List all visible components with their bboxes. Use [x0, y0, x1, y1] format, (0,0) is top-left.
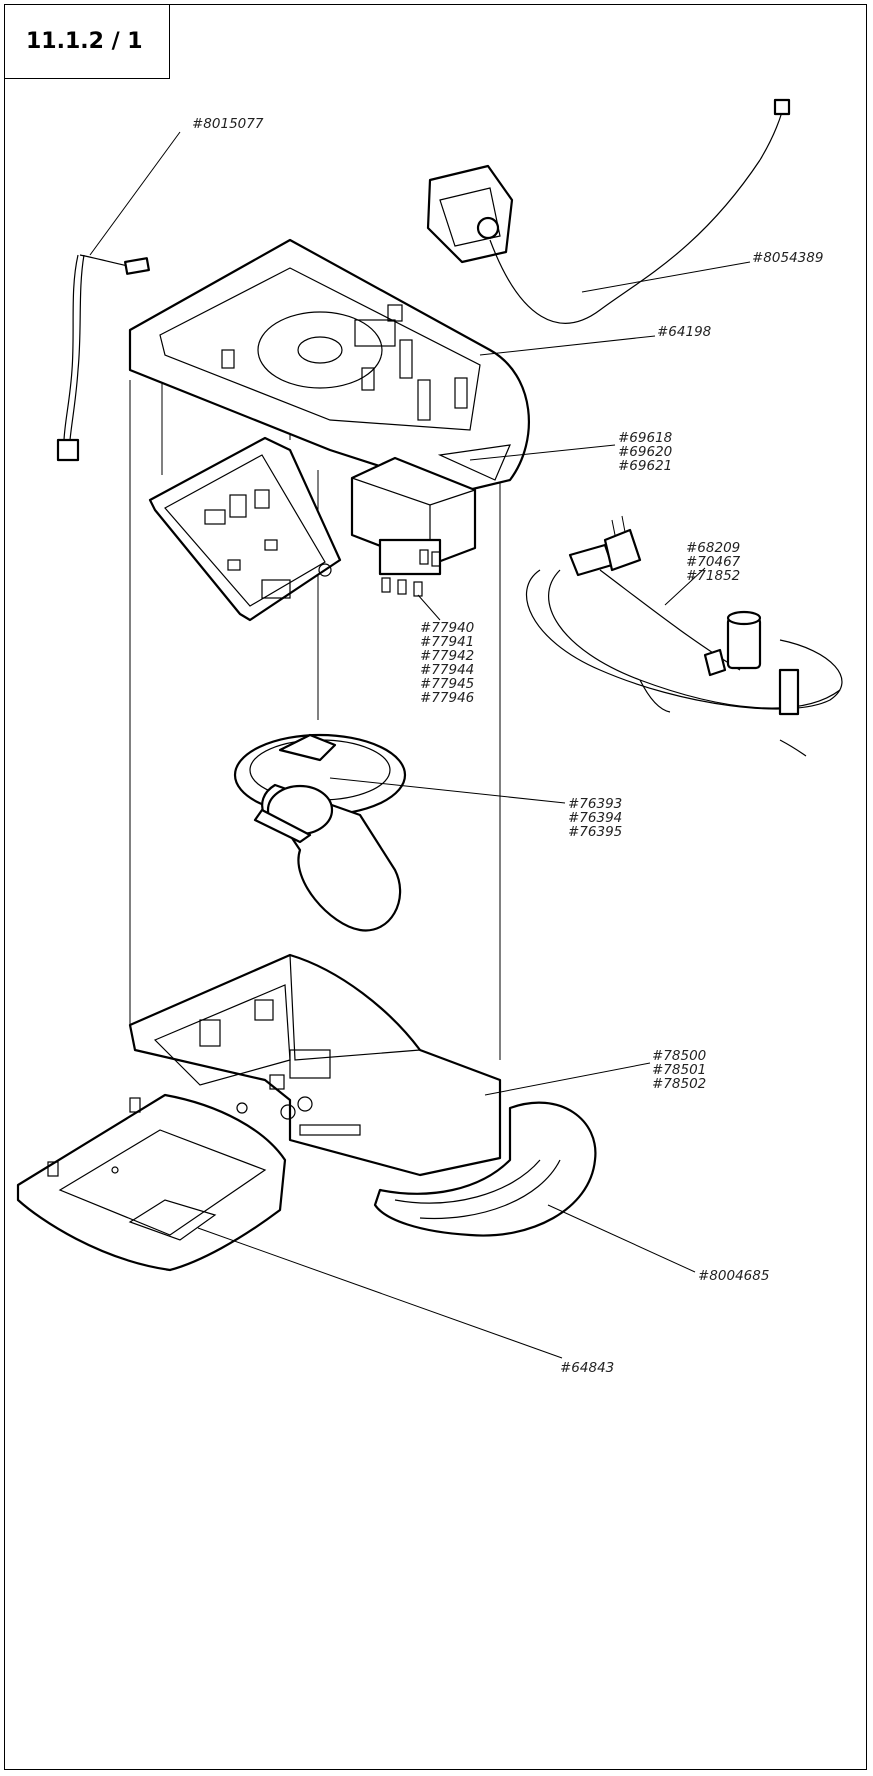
part-label-64843: #64843 [560, 1360, 614, 1376]
housing-top-drawing [128, 238, 530, 494]
transformer-drawing [350, 456, 477, 597]
svg-text:#77941: #77941 [420, 634, 474, 650]
svg-text:#77944: #77944 [420, 662, 474, 678]
svg-text:#78500: #78500 [652, 1048, 706, 1064]
svg-text:#76393: #76393 [568, 796, 622, 812]
svg-text:#71852: #71852 [686, 568, 740, 584]
part-label-control-board: #77940 #77941 #77942 #77944 #77945 #7794… [420, 620, 474, 706]
svg-text:#64198: #64198 [657, 324, 711, 340]
lid-drawing [16, 1093, 287, 1272]
motor-drawing [233, 733, 407, 932]
housing-bottom-drawing [128, 953, 502, 1177]
leader-lines [89, 131, 751, 1359]
section-number: 11.1.2 / 1 [4, 4, 170, 79]
svg-text:#8054389: #8054389 [752, 250, 823, 266]
svg-text:#69618: #69618 [618, 430, 672, 446]
svg-text:#77945: #77945 [420, 676, 474, 692]
svg-text:#77946: #77946 [420, 690, 474, 706]
svg-text:#8015077: #8015077 [192, 116, 264, 132]
svg-text:#78502: #78502 [652, 1076, 706, 1092]
svg-text:#77942: #77942 [420, 648, 474, 664]
part-label-8015077: #8015077 [192, 116, 264, 132]
svg-text:#70467: #70467 [686, 554, 741, 570]
part-label-transformer: #69618 #69620 #69621 [618, 430, 672, 474]
part-label-housing-bottom: #78500 #78501 #78502 [652, 1048, 706, 1092]
svg-text:#8004685: #8004685 [698, 1268, 769, 1284]
page-frame [4, 4, 867, 1770]
svg-text:#64843: #64843 [560, 1360, 614, 1376]
svg-text:#69620: #69620 [618, 444, 672, 460]
part-label-64198: #64198 [657, 324, 711, 340]
svg-text:#78501: #78501 [652, 1062, 706, 1078]
part-label-motor: #76393 #76394 #76395 [568, 796, 622, 840]
control-board-drawing [148, 436, 342, 622]
part-label-8054389: #8054389 [752, 250, 823, 266]
wire-harness-left-drawing [56, 254, 150, 462]
mains-cable-drawing [525, 515, 843, 757]
svg-text:#68209: #68209 [686, 540, 740, 556]
sensor-cable-drawing [426, 98, 791, 324]
svg-text:#69621: #69621 [618, 458, 672, 474]
svg-text:#76395: #76395 [568, 824, 622, 840]
svg-text:#76394: #76394 [568, 810, 622, 826]
part-label-mains-cable: #68209 #70467 #71852 [686, 540, 741, 584]
svg-text:#77940: #77940 [420, 620, 474, 636]
light-cover-drawing [373, 1101, 597, 1237]
part-label-8004685: #8004685 [698, 1268, 769, 1284]
